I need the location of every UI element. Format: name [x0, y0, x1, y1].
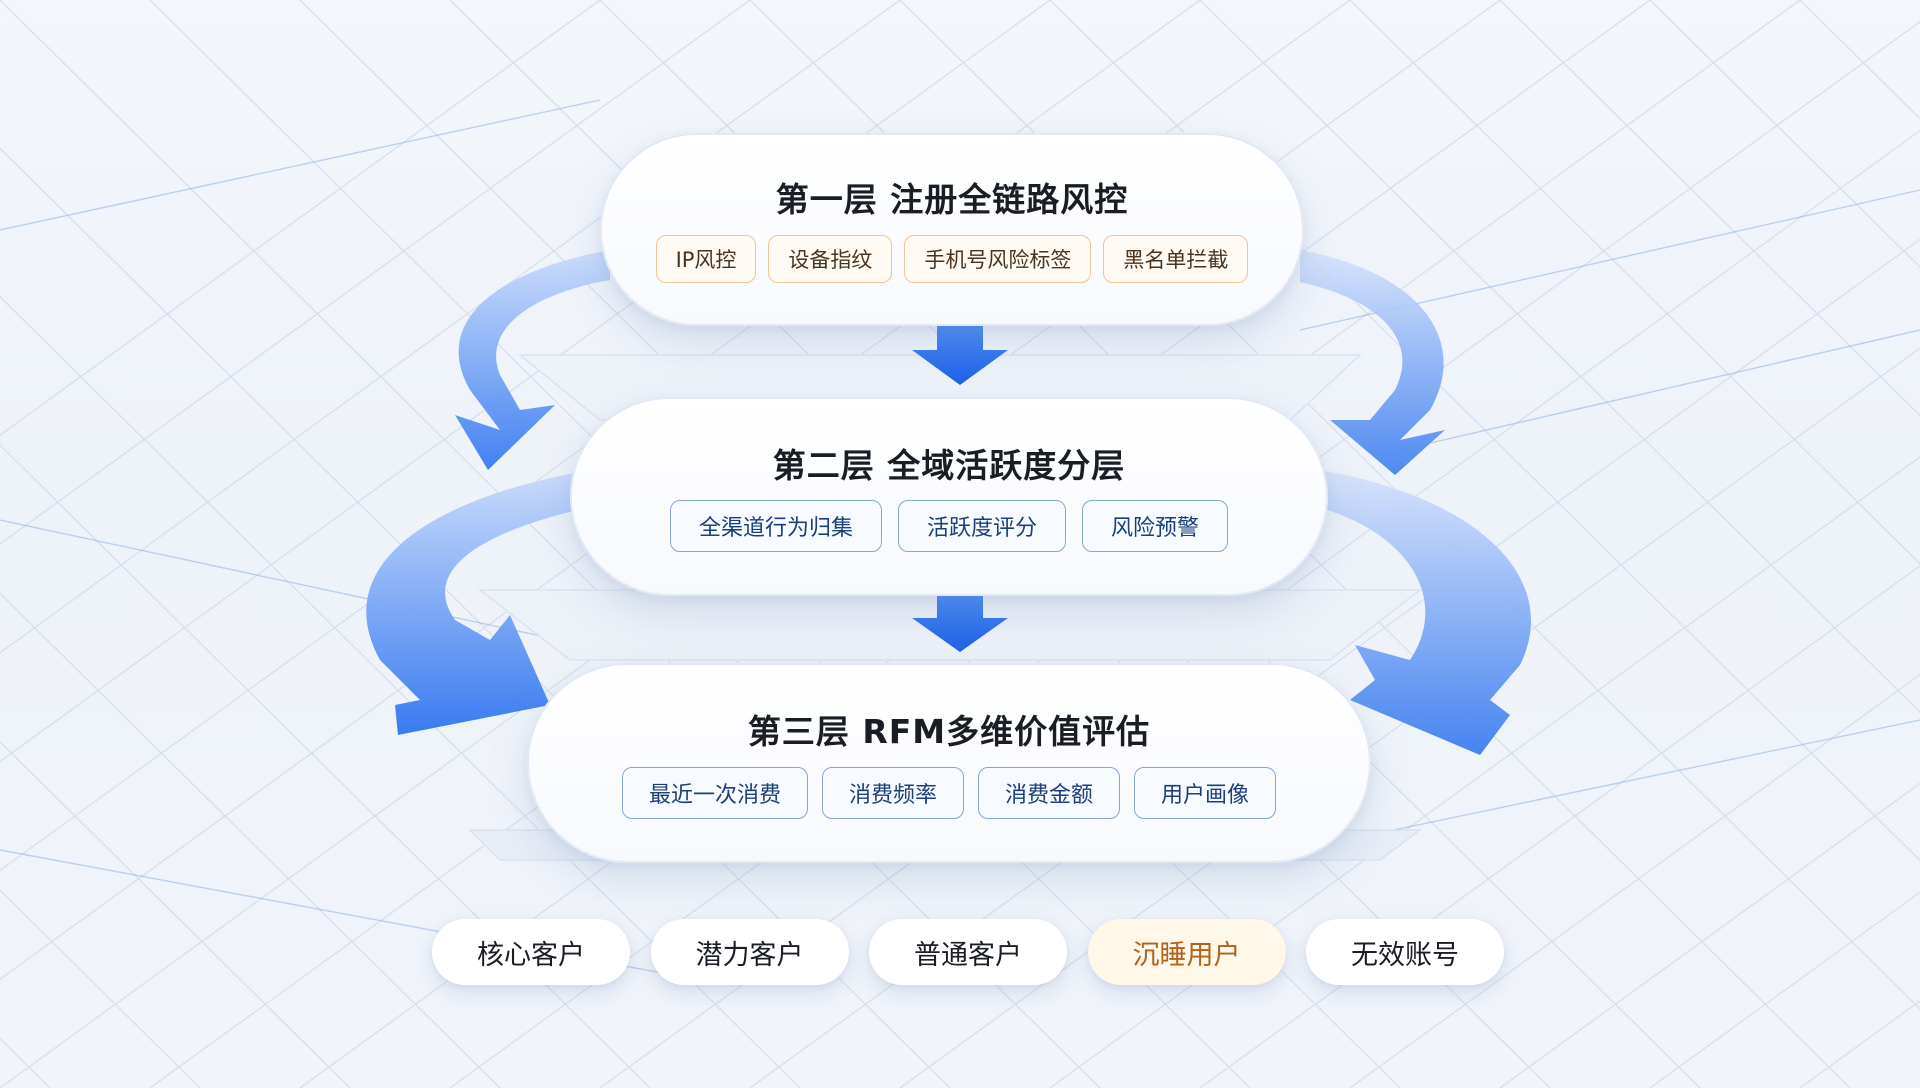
grid-line: [0, 0, 1101, 1088]
layer-2-card: 第二层 全域活跃度分层 全渠道行为归集 活跃度评分 风险预警: [570, 397, 1328, 596]
grid-line: [1349, 673, 1920, 1088]
grid-line: [1049, 456, 1920, 1088]
grid-line: [0, 889, 201, 1088]
tag-frequency: 消费频率: [821, 767, 964, 819]
tag-monetary: 消费金额: [978, 767, 1121, 819]
grid-line: [1399, 329, 1920, 451]
grid-line: [0, 295, 801, 1088]
tag-risk-warning: 风险预警: [1082, 500, 1229, 552]
tag-phone-risk-label: 手机号风险标签: [904, 235, 1092, 283]
segment-potential-customer: 潜力客户: [650, 919, 849, 985]
grid-line: [1799, 1000, 1920, 1088]
grid-line: [1649, 0, 1920, 268]
grid-line: [1649, 891, 1920, 1088]
grid-line: [0, 740, 351, 1088]
layer-1-title: 第一层 注册全链路风控: [775, 180, 1129, 219]
grid-line: [0, 519, 561, 641]
grid-line: [1199, 565, 1920, 1088]
down-arrow-icon: [912, 315, 1008, 385]
grid-line: [0, 592, 501, 1088]
layer-2-title: 第二层 全域活跃度分层: [772, 446, 1126, 485]
grid-line: [749, 238, 1920, 1088]
cycle-arrow-icon: [1310, 470, 1531, 755]
tag-activity-score: 活跃度评分: [897, 500, 1066, 552]
grid-line: [1799, 0, 1920, 120]
tag-recency: 最近一次消费: [621, 767, 808, 819]
layer-3-card: 第三层 RFM多维价值评估 最近一次消费 消费频率 消费金额 用户画像: [527, 663, 1371, 863]
grid-line: [0, 1037, 51, 1088]
layer-3-title: 第三层 RFM多维价值评估: [747, 712, 1151, 751]
segment-regular-customer: 普通客户: [869, 919, 1067, 985]
grid-line: [0, 147, 951, 1088]
grid-line: [1499, 0, 1920, 417]
cycle-arrow-icon: [366, 470, 600, 735]
segment-core-customer: 核心客户: [432, 919, 630, 985]
grid-line: [0, 0, 601, 436]
grid-line: [1199, 0, 1920, 713]
grid-line: [0, 99, 601, 231]
tag-blacklist-block: 黑名单拦截: [1103, 235, 1249, 283]
grid-line: [0, 0, 751, 545]
layer-2-tags: 全渠道行为归集 活跃度评分 风险预警: [572, 500, 1326, 552]
customer-segments: 核心客户 潜力客户 普通客户 沉睡用户 无效账号: [432, 919, 1504, 985]
down-arrow-icon: [912, 582, 1008, 652]
segment-dormant-user: 沉睡用户: [1087, 919, 1286, 985]
grid-line: [1499, 782, 1920, 1088]
tag-user-profile: 用户画像: [1134, 767, 1277, 819]
cycle-arrow-icon: [455, 250, 610, 470]
tag-ip-risk-control: IP风控: [655, 235, 757, 283]
segment-invalid-account: 无效账号: [1306, 919, 1504, 985]
grid-line: [0, 444, 651, 1088]
layer-3-tags: 最近一次消费 消费频率 消费金额 用户画像: [529, 767, 1369, 819]
grid-line: [599, 129, 1920, 1088]
layer-1-card: 第一层 注册全链路风控 IP风控 设备指纹 手机号风险标签 黑名单拦截: [600, 133, 1304, 326]
layer-1-tags: IP风控 设备指纹 手机号风险标签 黑名单拦截: [602, 235, 1302, 283]
cycle-arrow-icon: [1300, 250, 1445, 475]
tag-device-fingerprint: 设备指纹: [768, 235, 893, 283]
tag-omnichannel-behavior: 全渠道行为归集: [669, 500, 882, 552]
grid-line: [1349, 0, 1920, 565]
grid-line: [899, 347, 1920, 1088]
